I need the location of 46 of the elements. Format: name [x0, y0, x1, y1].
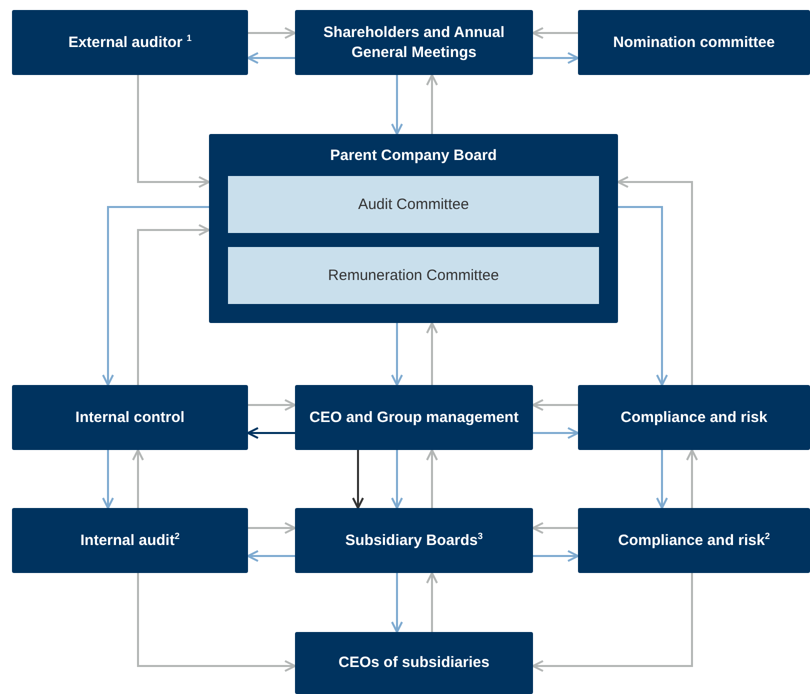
arrow	[248, 522, 296, 534]
arrow	[532, 399, 578, 411]
arrow	[247, 550, 295, 562]
arrow	[532, 522, 578, 534]
org-box: Nomination committee	[578, 10, 810, 75]
arrow	[426, 322, 438, 385]
org-box: CEOs of subsidiaries	[295, 632, 533, 694]
arrow	[532, 27, 578, 39]
arrow	[132, 449, 144, 508]
arrow	[533, 52, 579, 64]
org-box: Subsidiary Boards$^{3}$	[295, 508, 533, 573]
org-box: Internal control	[12, 385, 248, 450]
arrow	[617, 176, 693, 385]
arrow	[247, 52, 295, 64]
arrow	[391, 573, 403, 633]
org-box: Internal audit$^{2}$	[12, 508, 248, 573]
arrow	[391, 75, 403, 135]
arrow	[391, 450, 403, 509]
committee-box: Remuneration Committee	[228, 247, 599, 304]
arrow	[137, 224, 210, 385]
arrow	[426, 449, 438, 508]
arrow	[533, 550, 579, 562]
arrow	[137, 75, 210, 188]
org-box: Shareholders and Annual General Meetings	[295, 10, 533, 75]
org-box: Compliance and risk$^{2}$	[578, 508, 810, 573]
arrow	[247, 427, 295, 439]
board-panel	[209, 134, 618, 323]
arrow	[686, 449, 698, 508]
arrow	[426, 572, 438, 632]
arrow	[532, 573, 693, 672]
org-box: External auditor $^{1}$	[12, 10, 248, 75]
arrow	[102, 206, 209, 386]
arrow	[618, 206, 668, 386]
arrow	[391, 323, 403, 386]
committee-box: Audit Committee	[228, 176, 599, 233]
org-box: Compliance and risk	[578, 385, 810, 450]
arrow	[248, 399, 296, 411]
arrow	[248, 27, 296, 39]
panel-heading: Parent Company Board	[330, 146, 497, 166]
arrow	[656, 450, 668, 509]
arrow	[533, 427, 579, 439]
arrow	[426, 74, 438, 134]
arrow	[352, 450, 364, 509]
arrow	[102, 450, 114, 509]
org-box: CEO and Group management	[295, 385, 533, 450]
arrow	[137, 573, 296, 672]
